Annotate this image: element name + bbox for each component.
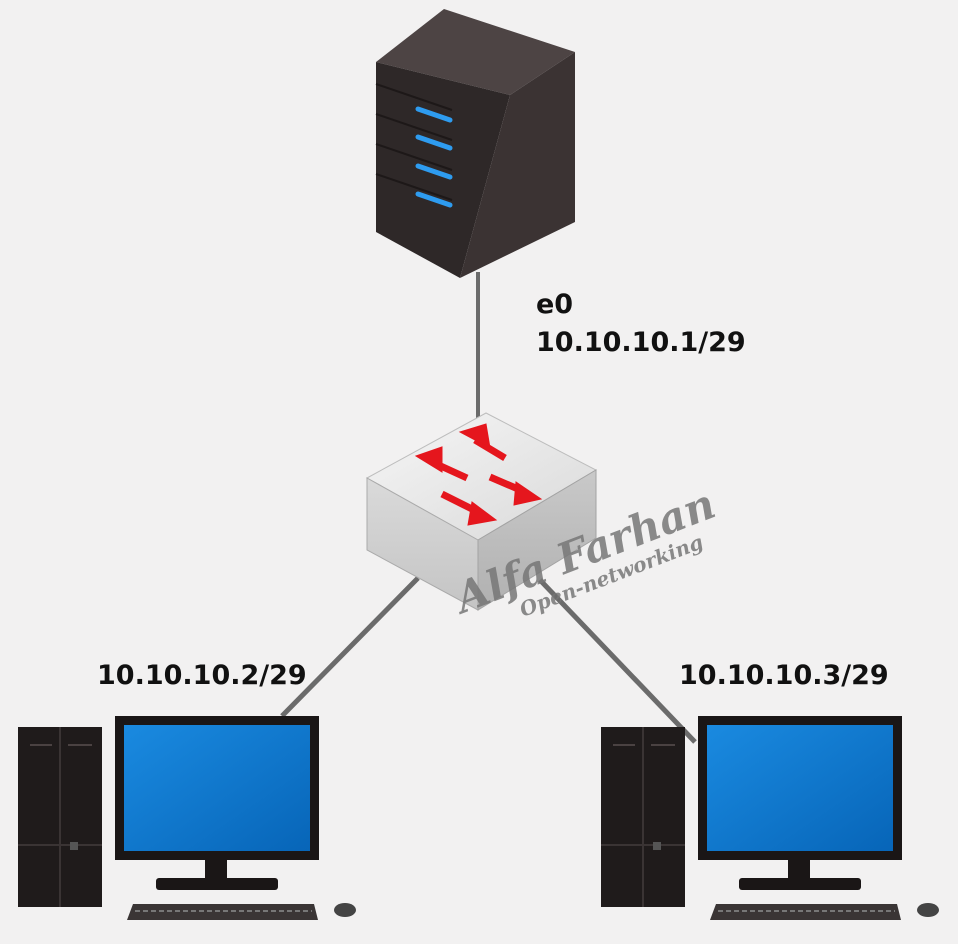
- server-icon: [375, 9, 575, 278]
- pc1-tower-icon: [18, 727, 102, 907]
- switch-icon: [365, 412, 598, 611]
- pc1-ip-label: 10.10.10.2/29: [97, 660, 307, 691]
- pc2-mouse-icon: [917, 903, 939, 917]
- pc2-ip-label: 10.10.10.3/29: [679, 660, 889, 691]
- pc1-computer: [18, 716, 356, 920]
- pc1-mouse-icon: [334, 903, 356, 917]
- pc1-keyboard-icon: [127, 904, 318, 920]
- pc2-tower-icon: [601, 727, 685, 907]
- pc2-keyboard-icon: [710, 904, 901, 920]
- pc2-computer: [601, 716, 939, 920]
- server-interface-label: e0: [536, 289, 574, 320]
- link-switch-pc2: [538, 578, 697, 744]
- server-ip-label: 10.10.10.1/29: [536, 327, 746, 358]
- links: [280, 272, 697, 744]
- pc2-monitor-icon: [698, 716, 902, 890]
- pc1-monitor-icon: [115, 716, 319, 890]
- link-switch-pc1: [280, 576, 420, 718]
